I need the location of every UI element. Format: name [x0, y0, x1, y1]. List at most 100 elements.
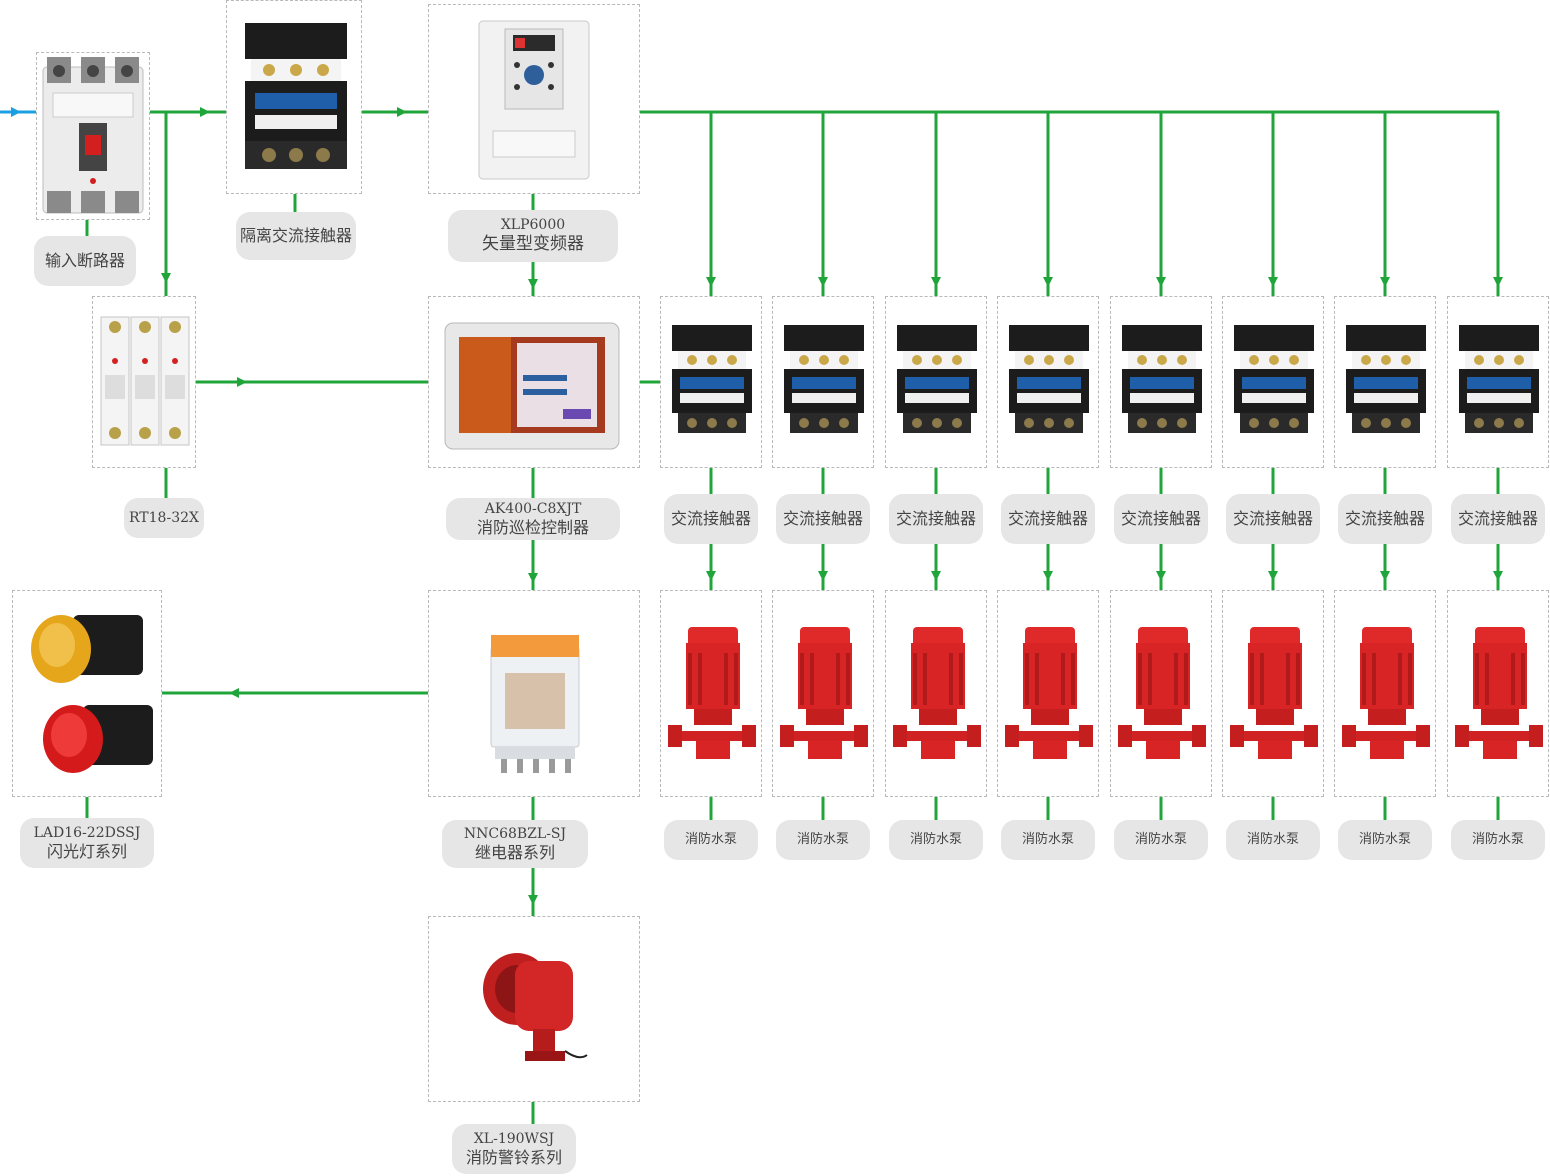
channel-contactor-label: 交流接触器: [776, 494, 870, 544]
breaker-label-text: 输入断路器: [44, 251, 125, 271]
channel-contactor-box: [772, 296, 874, 468]
ac-contactor-icon: [670, 323, 754, 439]
channel-contactor-label-text: 交流接触器: [1457, 509, 1538, 529]
fuse-model: RT18-32X: [129, 509, 199, 526]
controller-model: AK400-C8XJT: [484, 501, 582, 517]
lamp-label-text: 闪光灯系列: [46, 841, 127, 861]
breaker-label: 输入断路器: [34, 236, 136, 286]
channel-pump-box: [1110, 590, 1212, 797]
fire-pump-icon: [1340, 623, 1432, 767]
channel-contactor-label: 交流接触器: [1338, 494, 1432, 544]
fuse-box: [92, 296, 196, 468]
channel-contactor-label: 交流接触器: [1114, 494, 1208, 544]
controller-label: AK400-C8XJT 消防巡检控制器: [446, 498, 620, 540]
channel-pump-label: 消防水泵: [664, 820, 758, 860]
channel-pump-box: [997, 590, 1099, 797]
channel-contactor-label: 交流接触器: [1226, 494, 1320, 544]
ac-contactor-icon: [1232, 323, 1316, 439]
vfd-box: [428, 4, 640, 194]
isolation-contactor-label: 隔离交流接触器: [236, 212, 356, 260]
channel-pump-label-text: 消防水泵: [909, 832, 962, 848]
fire-siren-icon: [483, 953, 588, 1061]
channel-pump-label: 消防水泵: [1338, 820, 1432, 860]
channel-pump-label-text: 消防水泵: [1021, 832, 1074, 848]
channel-pump-label: 消防水泵: [1001, 820, 1095, 860]
fire-pump-icon: [778, 623, 870, 767]
fuse-label: RT18-32X: [124, 498, 204, 538]
channel-pump-box: [1447, 590, 1549, 797]
channel-pump-box: [1222, 590, 1324, 797]
channel-contactor-label-text: 交流接触器: [1344, 509, 1425, 529]
channel-contactor-label: 交流接触器: [889, 494, 983, 544]
channel-pump-label-text: 消防水泵: [1246, 832, 1299, 848]
fire-pump-icon: [1228, 623, 1320, 767]
isolation-contactor-label-text: 隔离交流接触器: [239, 226, 352, 246]
fire-pump-icon: [1116, 623, 1208, 767]
relay-icon: [490, 635, 580, 773]
channel-pump-label-text: 消防水泵: [796, 832, 849, 848]
fire-pump-icon: [1453, 623, 1545, 767]
relay-label-text: 继电器系列: [474, 842, 555, 862]
indicator-lamp-icon: [31, 615, 153, 773]
alarm-label: XL-190WSJ 消防警铃系列: [452, 1124, 576, 1174]
vfd-model: XLP6000: [500, 217, 566, 234]
channel-contactor-label: 交流接触器: [1001, 494, 1095, 544]
channel-contactor-label: 交流接触器: [664, 494, 758, 544]
circuit-breaker-icon: [42, 57, 144, 214]
channel-pump-box: [660, 590, 762, 797]
channel-pump-label: 消防水泵: [1226, 820, 1320, 860]
channel-contactor-box: [885, 296, 987, 468]
channel-pump-label-text: 消防水泵: [1471, 832, 1524, 848]
ac-contactor-icon: [1007, 323, 1091, 439]
lamp-model: LAD16-22DSSJ: [33, 825, 141, 841]
channel-pump-label-text: 消防水泵: [1134, 832, 1187, 848]
channel-contactor-box: [1110, 296, 1212, 468]
channel-contactor-label-text: 交流接触器: [782, 509, 863, 529]
alarm-model: XL-190WSJ: [473, 1131, 555, 1147]
ac-contactor-icon: [782, 323, 866, 439]
alarm-label-text: 消防警铃系列: [465, 1147, 562, 1167]
channel-contactor-box: [1334, 296, 1436, 468]
channel-contactor-label-text: 交流接触器: [670, 509, 751, 529]
channel-pump-box: [1334, 590, 1436, 797]
channel-contactor-label-text: 交流接触器: [895, 509, 976, 529]
ac-contactor-icon: [245, 23, 347, 169]
isolation-contactor-box: [226, 0, 362, 194]
channel-pump-box: [772, 590, 874, 797]
frequency-inverter-icon: [478, 20, 590, 180]
channel-contactor-box: [997, 296, 1099, 468]
alarm-box: [428, 916, 640, 1102]
vfd-label: XLP6000 矢量型变频器: [448, 210, 618, 262]
channel-contactor-box: [1222, 296, 1324, 468]
channel-pump-label: 消防水泵: [889, 820, 983, 860]
controller-box: [428, 296, 640, 468]
relay-label: NNC68BZL-SJ 继电器系列: [442, 820, 588, 868]
fire-pump-icon: [891, 623, 983, 767]
fire-pump-icon: [666, 623, 758, 767]
channel-pump-box: [885, 590, 987, 797]
channel-contactor-label: 交流接触器: [1451, 494, 1545, 544]
channel-contactor-box: [1447, 296, 1549, 468]
lamp-box: [12, 590, 162, 797]
lamp-label: LAD16-22DSSJ 闪光灯系列: [20, 818, 154, 868]
fire-pump-icon: [1003, 623, 1095, 767]
touchscreen-controller-icon: [444, 322, 620, 450]
channel-contactor-label-text: 交流接触器: [1232, 509, 1313, 529]
channel-pump-label: 消防水泵: [1451, 820, 1545, 860]
relay-model: NNC68BZL-SJ: [463, 826, 567, 842]
channel-pump-label-text: 消防水泵: [684, 832, 737, 848]
ac-contactor-icon: [895, 323, 979, 439]
ac-contactor-icon: [1457, 323, 1541, 439]
relay-box: [428, 590, 640, 797]
controller-label-text: 消防巡检控制器: [476, 517, 589, 537]
channel-pump-label: 消防水泵: [1114, 820, 1208, 860]
channel-pump-label: 消防水泵: [776, 820, 870, 860]
fuse-holder-icon: [100, 316, 190, 446]
channel-contactor-label-text: 交流接触器: [1120, 509, 1201, 529]
channel-contactor-box: [660, 296, 762, 468]
channel-pump-label-text: 消防水泵: [1358, 832, 1411, 848]
breaker-box: [36, 52, 150, 220]
channel-contactor-label-text: 交流接触器: [1007, 509, 1088, 529]
vfd-label-text: 矢量型变频器: [482, 234, 584, 255]
